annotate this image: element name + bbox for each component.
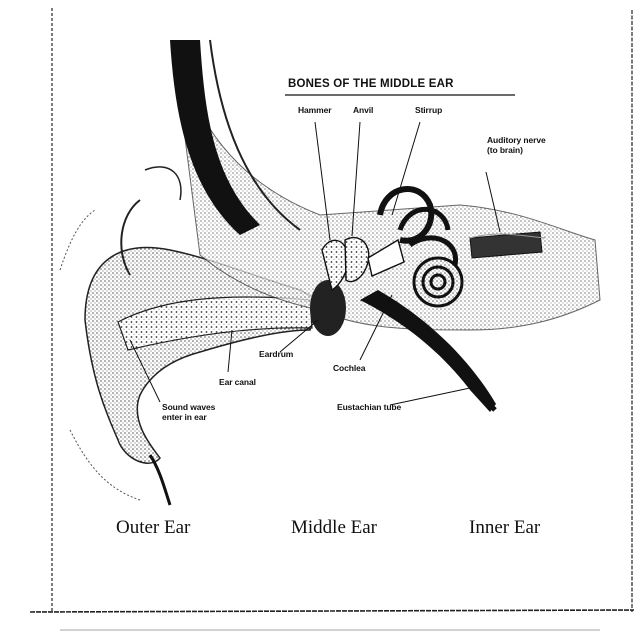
region-middle-ear: Middle Ear (291, 517, 377, 539)
label-eardrum: Eardrum (259, 350, 293, 360)
label-anvil: Anvil (353, 106, 373, 116)
label-auditory-nerve-line2: (to brain) (487, 146, 546, 156)
label-sound-waves-line2: enter in ear (162, 413, 215, 423)
label-ear-canal: Ear canal (219, 378, 256, 388)
label-stirrup: Stirrup (415, 106, 442, 116)
label-hammer: Hammer (298, 106, 331, 116)
label-sound-waves: Sound waves enter in ear (162, 403, 215, 423)
label-auditory-nerve: Auditory nerve (to brain) (487, 136, 546, 156)
label-cochlea: Cochlea (333, 364, 365, 374)
region-inner-ear: Inner Ear (469, 517, 540, 539)
label-eustachian-tube: Eustachian tube (337, 403, 401, 413)
region-outer-ear: Outer Ear (116, 517, 190, 539)
diagram-title: BONES OF THE MIDDLE EAR (288, 78, 454, 90)
eardrum-shape (310, 280, 346, 336)
